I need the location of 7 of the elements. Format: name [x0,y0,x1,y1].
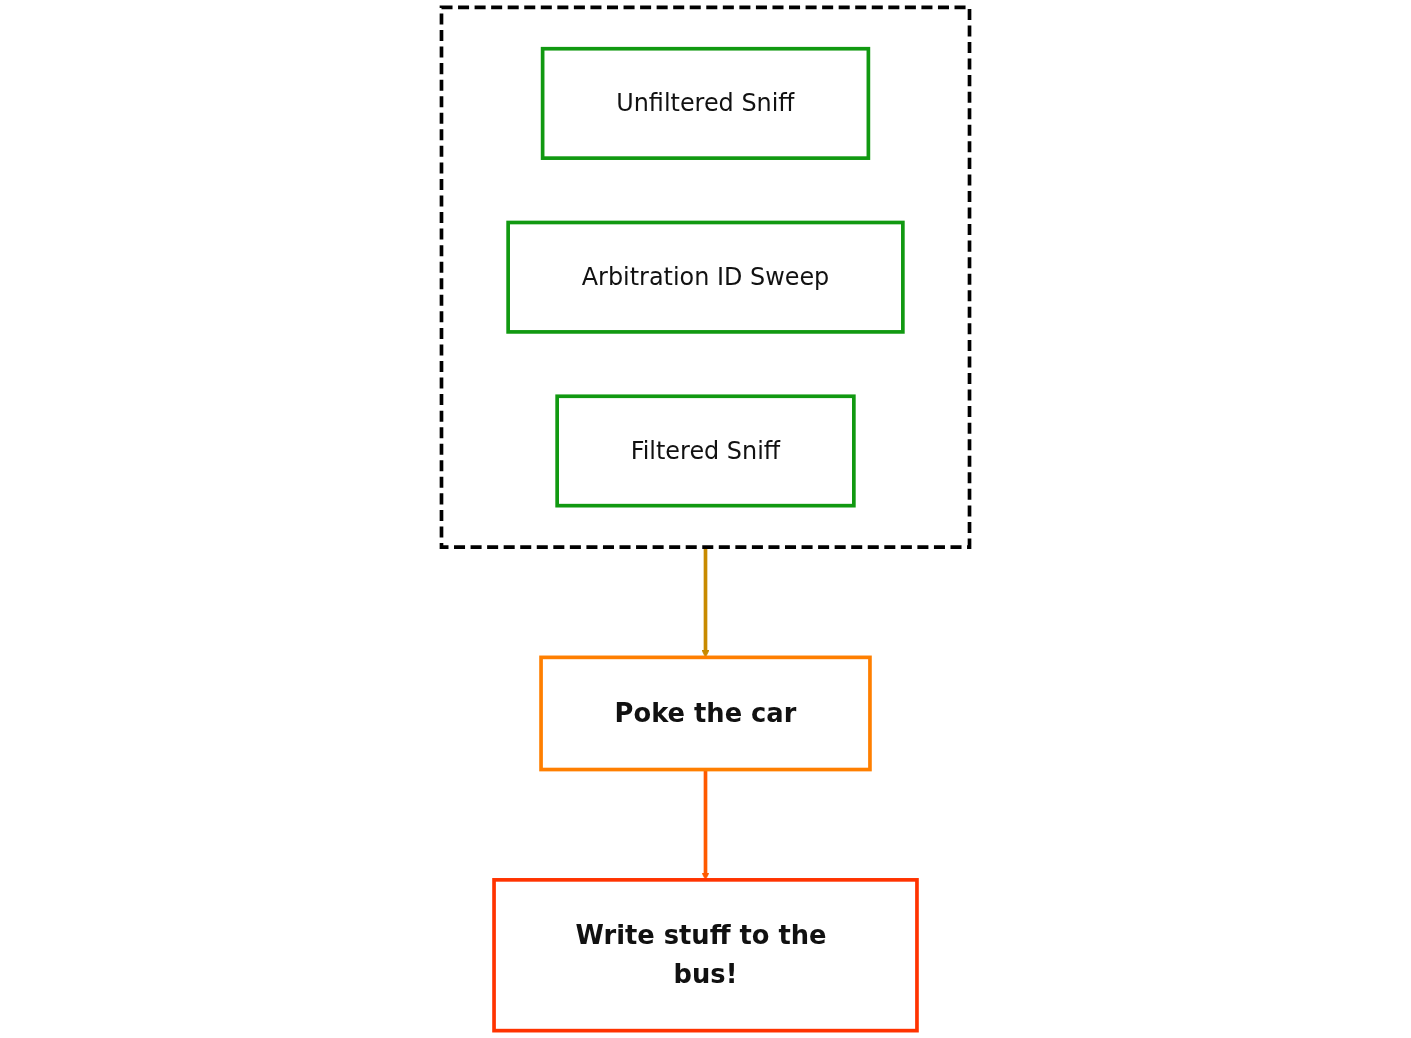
node-box: Write stuff to the bus! [492,878,919,1033]
node-box: Unfiltered Sniff [540,46,871,160]
cluster [439,5,972,549]
node-box: Poke the car [539,655,872,772]
node-box: Arbitration ID Sweep [506,220,905,334]
node-box: Filtered Sniff [555,394,856,508]
arrow [701,547,710,658]
